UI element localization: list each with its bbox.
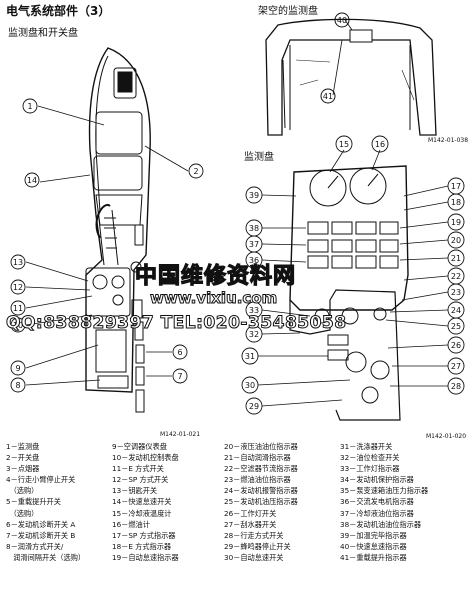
- legend-item: 22－空滤器节流指示器: [224, 464, 298, 474]
- legend-item: 38－发动机油油位指示器: [340, 519, 422, 529]
- monitor-caption: 监测盘: [244, 152, 274, 163]
- callout-27: 27: [451, 362, 461, 371]
- left-caption: 监测盘和开关盘: [8, 28, 78, 39]
- legend-item: 41－重载提升指示器: [340, 552, 407, 562]
- switch-console-drawing: [25, 47, 189, 413]
- callout-23: 23: [451, 288, 461, 297]
- callout-24: 24: [451, 306, 461, 315]
- callout-11: 11: [13, 304, 23, 313]
- legend-item: 5－重载提升开关: [6, 497, 61, 507]
- legend-item: 20－液压油油位指示器: [224, 442, 298, 451]
- legend-item: （选购）: [6, 508, 39, 518]
- callout-10: 10: [13, 321, 23, 330]
- legend-item: 14－快速怠速开关: [112, 497, 172, 507]
- legend-item: 18－E 方式指示器: [112, 541, 172, 551]
- legend-item: 30－自动怠速开关: [224, 552, 284, 562]
- callout-28: 28: [451, 382, 461, 391]
- callout-41: 41: [323, 92, 333, 101]
- callout-22: 22: [451, 272, 461, 281]
- legend-item: 8－润滑方式开关/: [6, 541, 64, 551]
- callout-21: 21: [451, 254, 461, 263]
- callout-1-circle: [22, 98, 38, 114]
- technical-drawing: 1 2 14 13 12 11 10 9 8 6 7 40 41 15 16 3…: [10, 12, 465, 421]
- callout-40: 40: [337, 16, 347, 25]
- callout-29: 29: [249, 402, 259, 411]
- legend-item: 4－行走小臂停止开关: [6, 475, 76, 485]
- legend-item: 6－发动机诊断开关 A: [6, 519, 76, 529]
- callout-7: 7: [177, 372, 182, 381]
- figure-code-bottom: M142-01-020: [426, 433, 467, 440]
- overhead-monitor-drawing: [265, 12, 437, 136]
- legend-item: 32－油位检查开关: [340, 453, 400, 463]
- legend-item: 27－刮水器开关: [224, 519, 277, 529]
- callout-38: 38: [249, 224, 259, 233]
- callout-32: 32: [249, 330, 259, 339]
- callout-19: 19: [451, 218, 461, 227]
- callout-9: 9: [15, 364, 20, 373]
- legend-item: 12－SP 方式开关: [112, 475, 169, 485]
- legend-item: 3－点烟器: [6, 464, 40, 474]
- watermark-url: www.vixiu.com: [149, 289, 278, 308]
- callout-20: 20: [451, 236, 461, 245]
- callout-2: 2: [193, 167, 198, 176]
- callout-30: 30: [245, 381, 255, 390]
- legend-item: 24－发动机报警指示器: [224, 486, 298, 496]
- legend-item: 21－自动润滑指示器: [224, 453, 291, 463]
- callout-14: 14: [27, 176, 37, 185]
- legend-item: 10－发动机控制表盘: [112, 453, 179, 463]
- legend-item: 34－发动机保护指示器: [340, 475, 414, 485]
- callout-26: 26: [451, 341, 461, 350]
- page-title: 电气系统部件（3）: [6, 4, 111, 18]
- legend-item: 7－发动机诊断开关 B: [6, 530, 76, 540]
- callout-25: 25: [451, 322, 461, 331]
- legend-item: 17－SP 方式指示器: [112, 530, 176, 540]
- watermark-contact: QQ:838829397 TEL:020-35485058: [6, 313, 347, 334]
- callout-18: 18: [451, 198, 461, 207]
- callout-17: 17: [451, 182, 461, 191]
- legend-item: 16－燃油计: [112, 519, 150, 529]
- legend-item: 15－冷却液温度计: [112, 508, 172, 518]
- callout-1: 1: [27, 102, 32, 111]
- callout-36: 36: [249, 256, 259, 265]
- legend-item: 35－泵变速箱油压力指示器: [340, 486, 429, 496]
- legend-item: 37－冷却液油位指示器: [340, 508, 414, 518]
- callout-16: 16: [375, 140, 385, 149]
- monitor-panel-drawing: [257, 149, 449, 421]
- figure-code-left: M142-01-021: [160, 431, 201, 438]
- legend-item: 9－空调器仪表盘: [112, 442, 167, 451]
- legend-item: 11－E 方式开关: [112, 464, 164, 474]
- legend-item: 23－燃油油位指示器: [224, 475, 291, 485]
- legend-item: 33－工作灯指示器: [340, 464, 400, 474]
- legend-item: 40－快速怠速指示器: [340, 541, 407, 551]
- callout-33: 33: [249, 306, 259, 315]
- legend-item: 31－洗涤器开关: [340, 442, 393, 451]
- callout-8: 8: [15, 381, 20, 390]
- callout-13: 13: [13, 258, 23, 267]
- callout-39: 39: [249, 191, 259, 200]
- legend-item: 2－开关盘: [6, 453, 40, 463]
- legend-item: 26－工作灯开关: [224, 508, 277, 518]
- callout-37: 37: [249, 240, 259, 249]
- legend-item: 13－钥匙开关: [112, 486, 158, 496]
- watermark-title: 中国维修资料网: [134, 263, 297, 289]
- legend-item: 19－自动怠速指示器: [112, 552, 179, 562]
- callout-12: 12: [13, 283, 23, 292]
- legend-item: 28－行走方式开关: [224, 530, 284, 540]
- legend-item: 25－发动机油压指示器: [224, 497, 298, 507]
- callout-6: 6: [177, 348, 182, 357]
- legend-item: 润滑间隔开关（选购）: [6, 552, 86, 562]
- legend-item: 36－交流发电机指示器: [340, 497, 414, 507]
- callout-31: 31: [245, 352, 255, 361]
- figure-code-top: M142-01-038: [428, 137, 469, 144]
- legend-item: 1－监测盘: [6, 442, 40, 451]
- callout-15: 15: [339, 140, 349, 149]
- legend-item: （选购）: [6, 486, 39, 496]
- legend-item: 39－加温完毕指示器: [340, 530, 407, 540]
- overhead-caption: 架空的监测盘: [258, 6, 318, 17]
- legend-item: 29－蜂鸣器停止开关: [224, 541, 291, 551]
